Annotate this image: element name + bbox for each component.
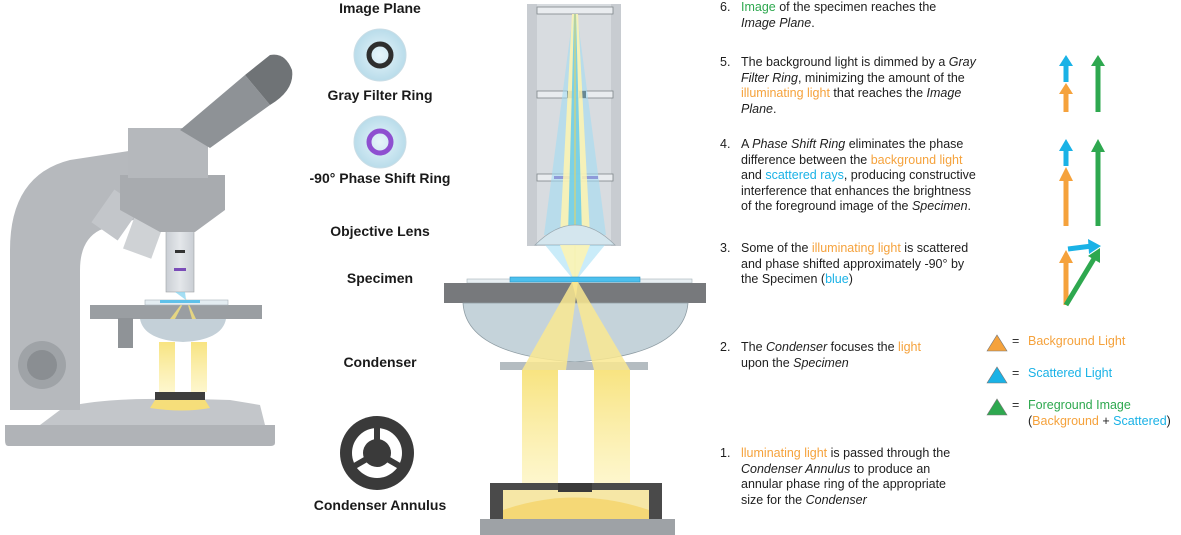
step-number: 2. <box>720 340 731 354</box>
legend-scattered-label: Scattered Light <box>1028 366 1113 380</box>
gray-filter-ring-icon <box>353 28 407 82</box>
label-condenser: Condenser <box>343 354 417 370</box>
step-text: Image of the specimen reaches the Image … <box>741 0 940 30</box>
label-gray-filter-ring: Gray Filter Ring <box>327 87 433 103</box>
foreground-image-arrow-icon <box>986 398 1008 416</box>
label-image-plane: Image Plane <box>339 0 421 16</box>
arrows-step-5 <box>1059 55 1105 112</box>
legend-eq: = <box>1012 398 1020 412</box>
label-phase-shift-ring: -90° Phase Shift Ring <box>309 170 451 186</box>
label-specimen: Specimen <box>346 270 414 286</box>
step-number: 5. <box>720 55 731 69</box>
legend-eq: = <box>1012 334 1020 348</box>
legend-foreground-detail: (Background + Scattered) <box>1028 414 1171 430</box>
step-text: The background light is dimmed by a Gray… <box>741 55 976 116</box>
step-number: 6. <box>720 0 731 14</box>
step-number: 3. <box>720 241 731 255</box>
legend-eq: = <box>1012 366 1020 380</box>
legend-bg-word: Background <box>1032 414 1099 428</box>
scattered-light-arrow-icon <box>986 366 1008 384</box>
legend-foreground-label: Foreground Image <box>1028 398 1131 412</box>
legend-background-label: Background Light <box>1028 334 1126 348</box>
phase-shift-ring-icon <box>353 115 407 169</box>
legend-sc-word: Scattered <box>1113 414 1167 428</box>
microscope-illustration <box>5 54 293 446</box>
label-condenser-annulus: Condenser Annulus <box>313 497 447 513</box>
condenser-annulus-icon <box>340 416 414 490</box>
legend-paren-open: ( <box>1028 414 1033 428</box>
legend-paren-close: ) <box>1166 414 1171 428</box>
arrows-step-3 <box>1059 239 1101 307</box>
step-number: 4. <box>720 137 731 151</box>
background-light-arrow-icon <box>986 334 1008 352</box>
arrows-step-4 <box>1059 139 1105 226</box>
step-number: 1. <box>720 446 731 460</box>
legend-plus: + <box>1098 414 1114 428</box>
step-text: Some of the illuminating light is scatte… <box>741 241 969 287</box>
label-objective-lens: Objective Lens <box>330 223 430 239</box>
